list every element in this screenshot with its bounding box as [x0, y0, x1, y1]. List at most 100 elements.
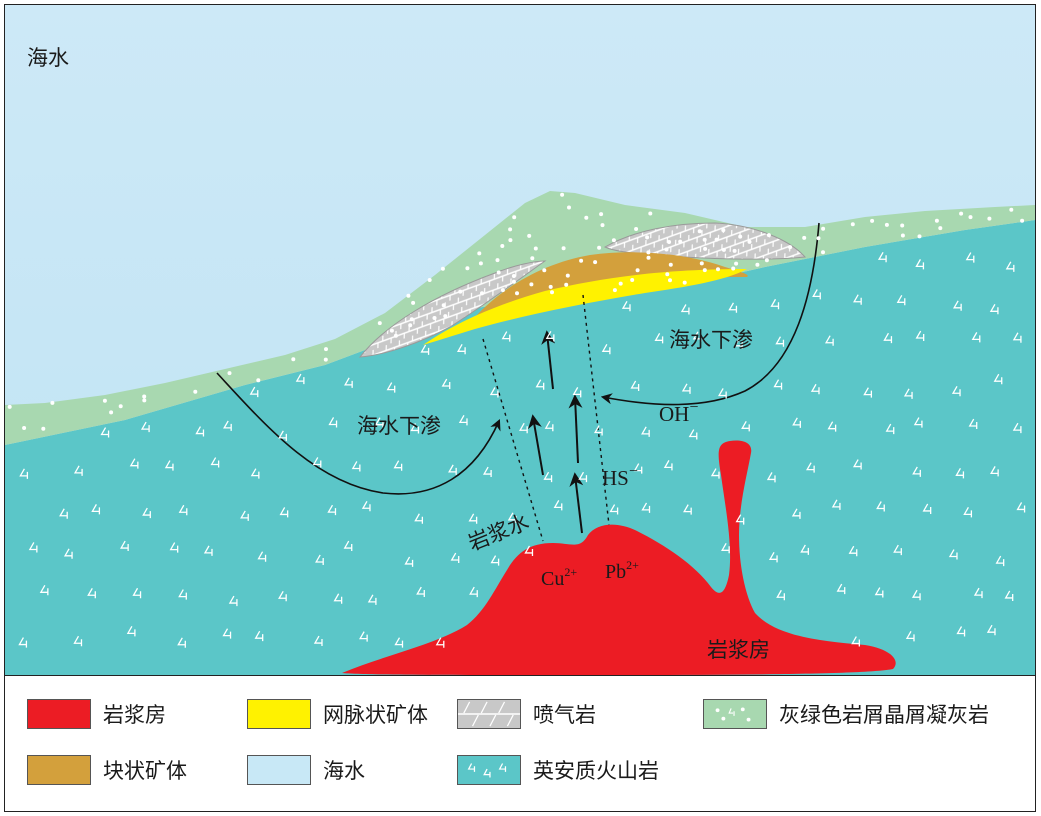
legend-item-vein: 网脉状矿体: [247, 694, 428, 734]
feeder-dashed-left: [482, 338, 544, 542]
legend: 岩浆房 网脉状矿体 喷气岩: [5, 675, 1035, 811]
legend-label-magma: 岩浆房: [103, 703, 166, 727]
andesite-tick-mark: [469, 586, 478, 598]
tuff-dot: [564, 282, 569, 287]
andesite-tick-mark: [688, 429, 698, 440]
tuff-dot: [458, 289, 463, 294]
andesite-tick-mark: [359, 631, 368, 642]
tuff-dot: [550, 290, 554, 295]
andesite-tick-mark: [394, 637, 404, 648]
legend-label-andesite: 英安质火山岩: [533, 759, 659, 783]
andesite-tick-mark: [344, 377, 353, 388]
tuff-dot: [668, 262, 673, 267]
tuff-dot: [102, 398, 107, 403]
tuff-dot: [377, 321, 382, 326]
andesite-tick-mark: [877, 251, 887, 263]
fluid-arrow-3: [568, 394, 583, 464]
andesite-tick-mark: [827, 421, 837, 432]
andesite-tick-mark: [912, 466, 921, 477]
andesite-tick-mark: [450, 552, 460, 564]
andesite-tick-mark: [404, 556, 414, 567]
andesite-tick-mark: [249, 386, 259, 398]
tuff-dot: [508, 227, 513, 232]
andesite-tick-mark: [812, 289, 821, 300]
tuff-dot: [118, 404, 123, 409]
andesite-tick-mark: [414, 513, 424, 524]
legend-swatch-seawater: [247, 755, 311, 785]
andesite-tick-mark: [120, 540, 129, 552]
tuff-dot: [850, 222, 855, 227]
andesite-tick-mark: [741, 421, 750, 432]
tuff-dot: [934, 218, 939, 223]
andesite-tick-mark: [680, 304, 690, 315]
andesite-tick-mark: [775, 336, 785, 347]
legend-swatch-vein: [247, 699, 311, 729]
andesite-tick-mark: [800, 544, 809, 555]
legend-label-massive: 块状矿体: [103, 759, 187, 783]
andesite-tick-mark: [971, 332, 981, 343]
exhalite-lens-left: [358, 260, 547, 358]
legend-swatch-massive: [27, 755, 91, 785]
andesite-tick-mark: [810, 383, 820, 395]
andesite-tick-mark: [609, 504, 619, 515]
fluid-arrow-1: [528, 414, 544, 476]
tuff-dot: [764, 258, 769, 263]
tuff-dot: [702, 237, 707, 242]
andesite-tick-mark: [19, 468, 29, 479]
andesite-tick-mark: [911, 589, 921, 601]
andesite-tick-mark: [621, 300, 631, 312]
andesite-tick-mark: [641, 426, 650, 437]
tuff-dot: [496, 270, 501, 275]
andesite-tick-mark: [578, 471, 588, 483]
andesite-tick-mark: [973, 587, 983, 599]
andesite-tick-mark: [312, 457, 322, 468]
andesite-tick-mark: [545, 331, 555, 342]
andesite-tick-mark: [489, 387, 499, 398]
tuff-dot: [734, 261, 739, 266]
andesite-tick-mark: [836, 583, 846, 595]
tuff-dot: [721, 247, 726, 252]
tuff-dot: [584, 215, 589, 220]
tuff-dot: [465, 266, 470, 271]
andesite-tick-mark: [313, 635, 323, 647]
andesite-tick-mark: [593, 425, 603, 436]
andesite-tick-mark: [641, 502, 651, 513]
figure-frame: 海水 海水下渗 海水下渗 岩浆水 岩浆房 OH− HS− Cu2+ Pb2+ 岩…: [4, 4, 1036, 812]
andesite-tick-mark: [458, 415, 468, 426]
andesite-tick-mark: [853, 294, 862, 305]
andesite-tick-mark: [663, 460, 673, 471]
tuff-dot: [667, 240, 672, 244]
andesite-pattern-marks: [18, 251, 1026, 648]
andesite-tick-mark: [851, 636, 860, 647]
tuff-dot: [477, 251, 482, 256]
andesite-tick-mark: [824, 335, 834, 346]
tuff-dot: [393, 333, 398, 338]
andesite-tick-mark: [343, 540, 353, 552]
tuff-dot: [512, 215, 517, 220]
andesite-tick-mark: [456, 343, 466, 355]
andesite-tick-mark: [257, 551, 267, 562]
tuff-dot: [699, 261, 704, 266]
legend-item-seawater: 海水: [247, 750, 365, 790]
pb-ion-label: Pb2+: [605, 558, 639, 583]
tuff-dot: [480, 291, 484, 296]
andesite-tick-mark: [770, 298, 780, 310]
andesite-tick-mark: [315, 554, 324, 565]
infiltration-label-left: 海水下渗: [357, 414, 441, 438]
tuff-dot: [109, 410, 114, 415]
tuff-dot: [500, 244, 505, 248]
andesite-tick-mark: [333, 593, 343, 604]
tuff-dot: [567, 205, 571, 210]
andesite-tick-mark: [507, 512, 517, 523]
tuff-dot: [1009, 207, 1014, 212]
legend-swatch-andesite: [457, 755, 521, 785]
andesite-tick-mark: [435, 637, 445, 648]
andesite-tick-mark: [683, 504, 692, 515]
tuff-dot: [755, 262, 760, 267]
andesite-tick-mark: [735, 514, 745, 525]
tuff-dot: [714, 237, 719, 242]
tuff-dot: [900, 223, 905, 228]
andesite-tick-mark: [968, 418, 978, 430]
andesite-tick-mark: [728, 302, 738, 313]
tuff-dot: [646, 250, 651, 255]
